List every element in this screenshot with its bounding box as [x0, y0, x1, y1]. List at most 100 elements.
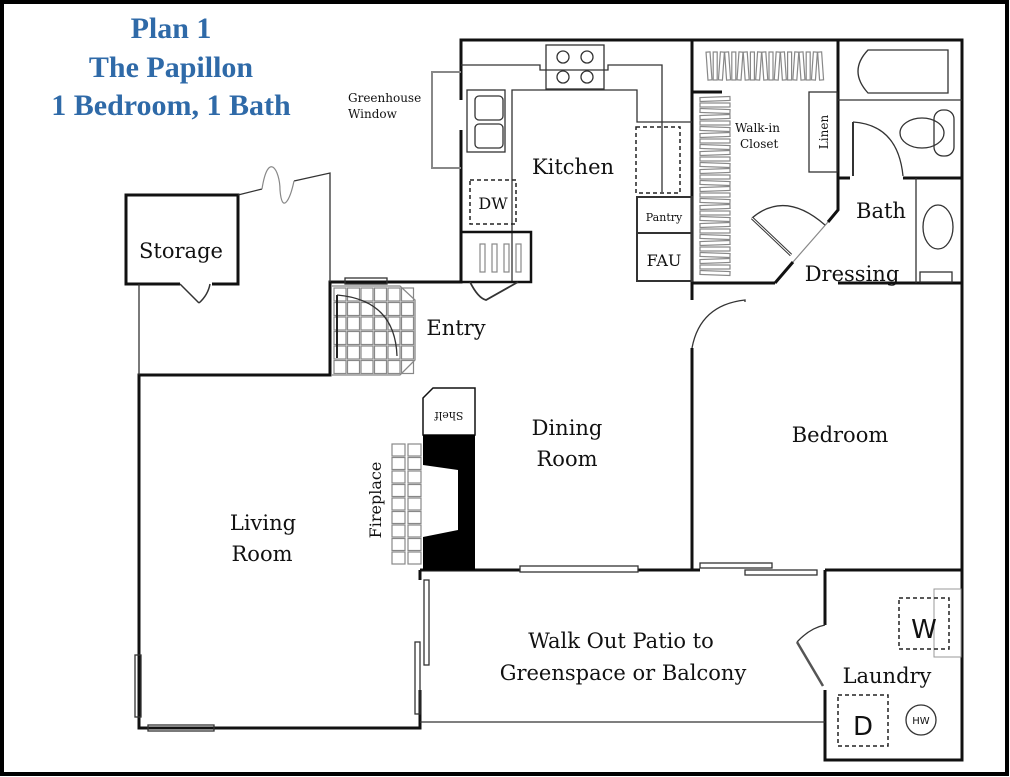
decor-shape	[699, 257, 731, 265]
decor-shape	[699, 185, 731, 193]
shelf-label: Shelf	[434, 409, 464, 422]
fau	[636, 232, 693, 282]
windows	[134, 299, 826, 732]
decor-shape	[699, 203, 731, 211]
dryer	[837, 694, 889, 747]
bath-label: Bath	[856, 199, 906, 223]
fireplace-label: Fireplace	[366, 462, 385, 539]
decor-shape	[810, 51, 819, 81]
patio-label-1: Walk Out Patio to	[528, 629, 714, 653]
decor-shape	[346, 359, 361, 375]
decor-shape	[391, 510, 406, 525]
decor-shape	[400, 330, 415, 346]
decor-shape	[768, 51, 774, 81]
decor-shape	[387, 359, 401, 375]
toilet-icon	[933, 109, 955, 157]
entry-door	[332, 277, 416, 376]
decor-shape	[699, 239, 731, 247]
title-line2: The Papillon	[89, 51, 254, 84]
decor-shape	[699, 167, 731, 175]
closet-fixtures	[750, 91, 838, 257]
decor-shape	[360, 359, 374, 375]
decor-shape	[391, 551, 406, 565]
title: Plan 1 The Papillon 1 Bedroom, 1 Bath	[51, 12, 291, 122]
decor-shape	[699, 264, 731, 270]
decor-shape	[373, 345, 388, 360]
decor-shape	[407, 537, 422, 552]
decor-shape	[346, 301, 361, 317]
laundry-fixtures: W D HW	[837, 588, 962, 747]
title-line1: Plan 1	[131, 12, 212, 45]
closet-label-2: Closet	[740, 137, 779, 151]
decor-shape	[346, 345, 361, 360]
decor-shape	[742, 51, 750, 81]
decor-shape	[387, 301, 401, 317]
decor-shape	[373, 287, 388, 302]
decor-shape	[407, 551, 422, 565]
decor-shape	[816, 51, 825, 81]
decor-shape	[699, 179, 731, 187]
decor-shape	[333, 345, 347, 360]
dining-label-2: Room	[536, 447, 597, 471]
greenhouse-label-1: Greenhouse	[348, 91, 421, 105]
decor-shape	[749, 51, 756, 81]
decor-shape	[699, 143, 731, 151]
decor-shape	[798, 51, 806, 81]
living-label-1: Living	[230, 511, 296, 535]
dressing-label: Dressing	[805, 262, 900, 286]
decor-shape	[699, 246, 731, 252]
greenhouse-label-2: Window	[348, 107, 398, 121]
decor-shape	[391, 524, 406, 538]
decor-shape	[346, 330, 361, 346]
decor-shape	[360, 316, 374, 331]
fau-label: FAU	[647, 251, 682, 270]
decor-shape	[400, 316, 415, 331]
sink-icon	[922, 204, 954, 250]
linen-label: Linen	[817, 115, 831, 150]
dishwasher	[469, 179, 517, 225]
decor-shape	[699, 131, 731, 139]
decor-shape	[754, 51, 763, 81]
decor-shape	[373, 316, 388, 331]
decor-shape	[723, 51, 732, 81]
kitchen-label: Kitchen	[532, 155, 614, 179]
decor-shape	[333, 316, 347, 331]
storage-label: Storage	[139, 239, 223, 263]
decor-shape	[400, 301, 415, 317]
living-label-2: Room	[231, 542, 292, 566]
decor-shape	[699, 95, 731, 103]
decor-shape	[333, 330, 347, 346]
decor-shape	[699, 125, 731, 133]
washer	[898, 597, 950, 650]
bathtub-icon	[857, 49, 949, 94]
linen-closet	[808, 91, 838, 173]
decor-shape	[391, 456, 406, 471]
decor-shape	[699, 174, 731, 180]
dryer-label: D	[853, 712, 873, 742]
decor-shape	[731, 51, 737, 81]
pantry-label: Pantry	[646, 211, 683, 224]
sink-icon	[466, 89, 506, 153]
decor-shape	[407, 443, 422, 457]
decor-shape	[699, 120, 731, 126]
decor-shape	[699, 228, 731, 234]
decor-shape	[391, 470, 406, 484]
room-labels: Storage Greenhouse Window Kitchen DW Pan…	[139, 91, 932, 688]
decor-shape	[699, 161, 731, 169]
decor-shape	[391, 443, 406, 457]
decor-shape	[387, 345, 401, 360]
fireplace: Shelf	[391, 387, 476, 570]
decor-shape	[391, 483, 406, 498]
decor-shape	[333, 359, 347, 375]
kitchen-fixtures	[459, 44, 693, 301]
decor-shape	[761, 51, 769, 81]
walls	[124, 38, 964, 762]
dw-label: DW	[478, 194, 508, 213]
decor-shape	[400, 359, 415, 375]
decor-shape	[400, 345, 415, 360]
decor-shape	[699, 192, 731, 198]
decor-shape	[699, 138, 731, 144]
decor-shape	[407, 470, 422, 484]
decor-shape	[400, 287, 415, 302]
